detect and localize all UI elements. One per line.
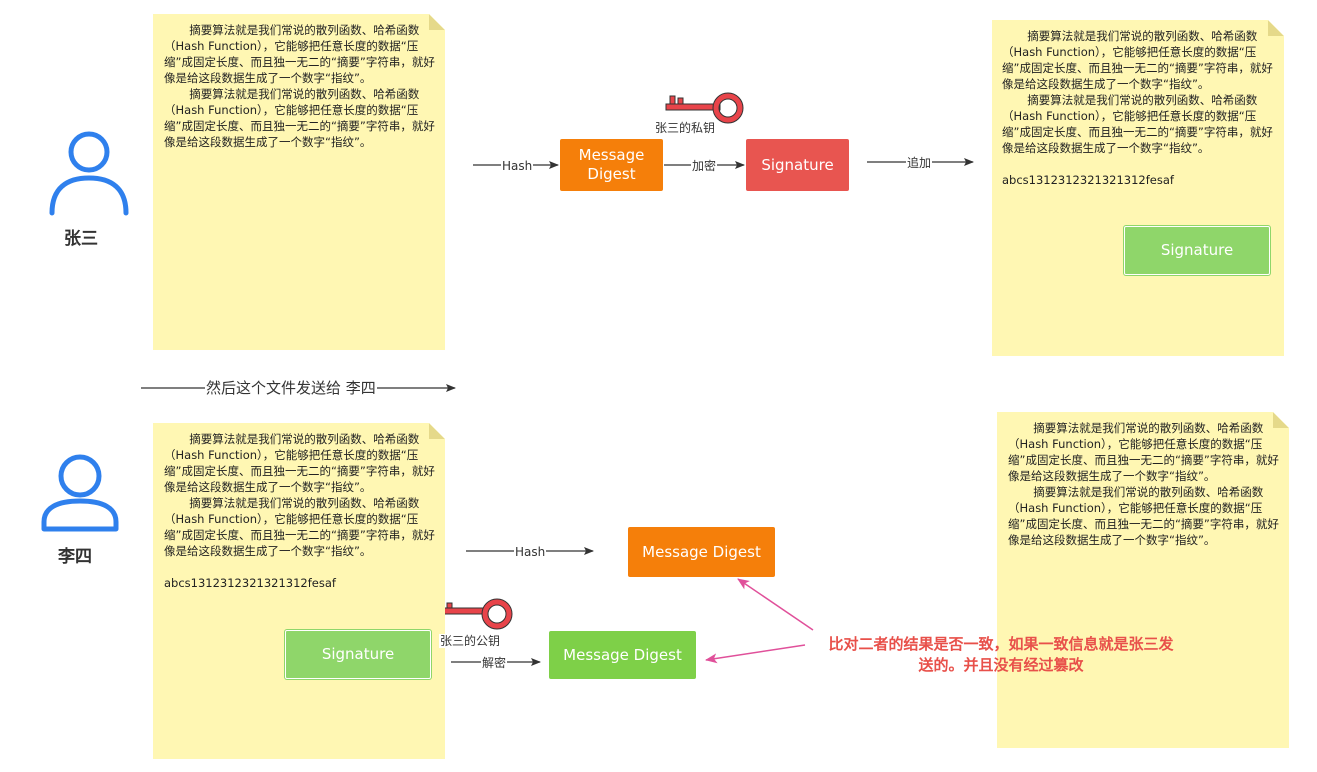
document-paragraph: 摘要算法就是我们常说的散列函数、哈希函数（Hash Function），它能够把… [1002,93,1273,155]
document-paragraph: 摘要算法就是我们常说的散列函数、哈希函数（Hash Function），它能够把… [164,496,435,558]
document-paragraph: 摘要算法就是我们常说的散列函数、哈希函数（Hash Function），它能够把… [1008,421,1279,483]
callout-arrow-left [705,644,806,664]
signature-string: abcs1312312321321312fesaf [1002,173,1174,187]
key-icon [665,92,744,124]
send-label: 然后这个文件发送给 李四 [205,379,377,397]
hash-label: Hash [501,159,534,173]
document-paragraph: 摘要算法就是我们常说的散列函数、哈希函数（Hash Function），它能够把… [164,432,435,494]
document-paragraph: 摘要算法就是我们常说的散列函数、哈希函数（Hash Function），它能够把… [164,87,435,149]
signature-box-received: Signature [285,630,431,679]
document-paragraph: 摘要算法就是我们常说的散列函数、哈希函数（Hash Function），它能够把… [164,23,435,85]
key-icon [435,598,513,630]
extracted-document-note: 摘要算法就是我们常说的散列函数、哈希函数（Hash Function），它能够把… [997,412,1289,748]
signature-string: abcs1312312321321312fesaf [164,576,336,590]
receiver-name: 李四 [58,547,92,567]
encrypt-label: 加密 [691,159,718,173]
append-label: 追加 [906,156,933,170]
signature-box-sender: Signature [746,139,849,191]
received-document-note: 摘要算法就是我们常说的散列函数、哈希函数（Hash Function），它能够把… [153,423,445,759]
callout-arrow-up [737,578,814,631]
signed-document-note: 摘要算法就是我们常说的散列函数、哈希函数（Hash Function），它能够把… [992,20,1284,356]
user-icon [41,454,119,532]
hash-label: Hash [514,545,547,559]
decrypt-label: 解密 [481,656,508,670]
compare-annotation: 比对二者的结果是否一致，如果一致信息就是张三发送的。并且没有经过篡改 [828,635,1174,674]
signature-box-attached: Signature [1124,226,1270,275]
user-icon [49,131,129,216]
message-digest-box-sender: Message Digest [560,139,663,191]
sender-name: 张三 [64,229,98,249]
document-paragraph: 摘要算法就是我们常说的散列函数、哈希函数（Hash Function），它能够把… [1008,485,1279,547]
message-digest-box-decrypted: Message Digest [549,631,696,679]
public-key-label: 张三的公钥 [439,634,502,648]
document-paragraph: 摘要算法就是我们常说的散列函数、哈希函数（Hash Function），它能够把… [1002,29,1273,91]
message-digest-box-computed: Message Digest [628,527,775,577]
private-key-label: 张三的私钥 [654,121,717,135]
sender-document-note: 摘要算法就是我们常说的散列函数、哈希函数（Hash Function），它能够把… [153,14,445,350]
